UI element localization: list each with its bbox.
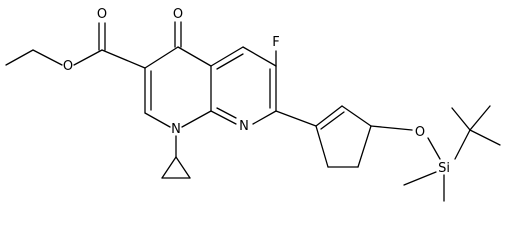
atom-f: F [272,35,279,50]
bond-si-tbutyl [454,129,471,160]
bond-si-methyl-1 [403,171,437,186]
bond-cp-c1-c2 [315,105,343,127]
atom-o-ketone: O [173,7,183,22]
bond-n8-c8a [210,110,237,125]
bond-o-carboxyl [73,49,103,66]
bond-methyl-ch2 [5,49,34,66]
structure-svg: O O O F N N O Si [5,7,501,202]
bond-osilyl-si [427,137,441,160]
bond-c4a-c5 [210,46,244,67]
atom-labels: O O O F N N O Si [63,7,450,176]
bond-cp-c3-c4 [357,125,372,168]
bond-ch2-o [32,49,63,66]
atom-o-carbonyl-ester: O [97,7,107,22]
bond-c3-osilyl [370,125,413,131]
atom-n8: N [239,119,249,134]
bond-c4-c3 [144,46,179,69]
atom-si: Si [438,161,450,176]
bond-n1-c8a [181,110,212,128]
bond-cp-c2-c3 [341,105,372,127]
atom-n1: N [171,122,181,137]
bond-c7-cyclopentenyl [275,110,317,127]
bonds [5,21,501,202]
atom-o-silyl-ether: O [415,125,425,140]
bond-cyclopropyl-1 [161,156,177,179]
bond-c4a-c5-inner [216,53,244,70]
bond-c5-c6 [242,46,277,67]
bond-cp-c1-c2-inner [320,111,345,130]
bond-carboxyl-c3 [101,49,146,69]
bond-cyclopropyl-2 [175,156,191,179]
bond-n8-c8a-inner [216,107,237,119]
bond-c7-n8 [252,110,277,125]
bond-tbutyl-methyl-3 [469,129,501,146]
molecule-diagram: O O O F N N O Si [5,7,501,202]
bond-c2-n1 [144,112,171,128]
bond-c4a-c4 [177,46,212,67]
bond-cp-c5-c1 [315,125,329,168]
bond-tbutyl-methyl-1 [451,107,471,131]
atom-o-ether-ester: O [63,59,73,74]
bond-tbutyl-methyl-2 [469,105,491,131]
